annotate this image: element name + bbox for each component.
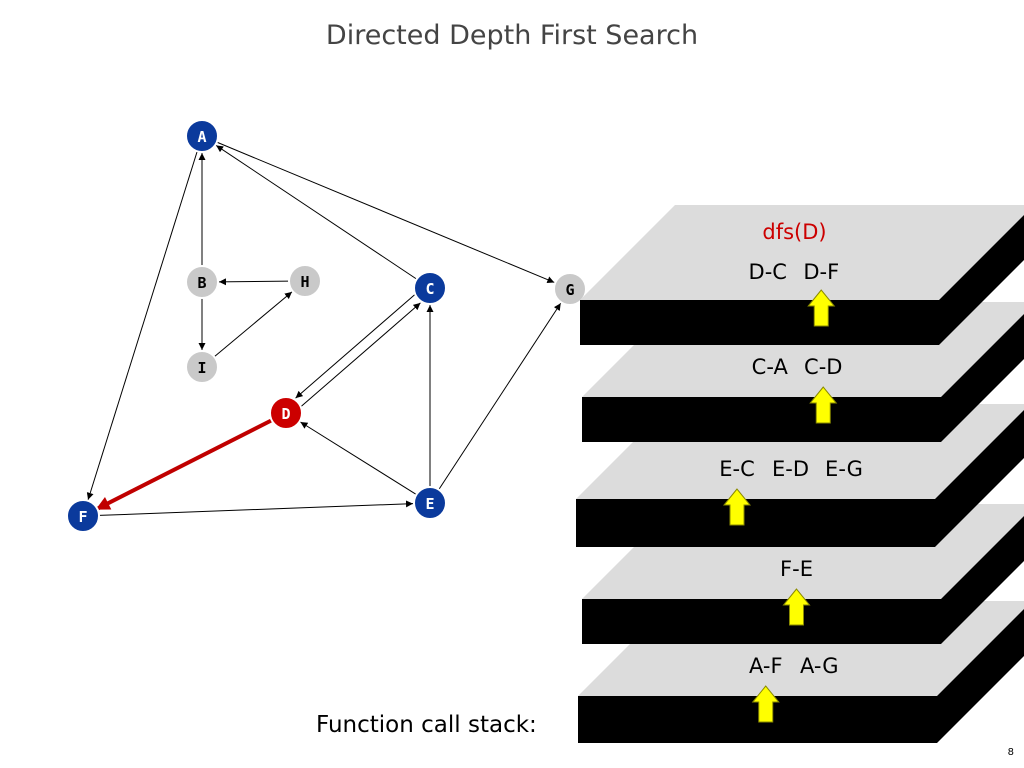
- current-edge-pointer-icon: [807, 289, 836, 327]
- slide-title: Directed Depth First Search: [325, 20, 699, 51]
- node-circle: [185, 265, 219, 299]
- frame-side-face: [935, 410, 1024, 547]
- node-circle: [269, 396, 303, 430]
- edge-c-d: [295, 294, 415, 399]
- graph-nodes: A B H I C G D E F: [66, 119, 587, 533]
- node-label: C: [425, 280, 434, 298]
- stack-caption: Function call stack:: [316, 712, 537, 738]
- frame-edge-label: E-G: [825, 457, 863, 481]
- node-label: B: [197, 274, 206, 292]
- node-circle: [66, 499, 100, 533]
- node-e: E: [413, 486, 447, 520]
- node-circle: [413, 486, 447, 520]
- node-a: A: [185, 119, 219, 153]
- edge-c-a: [215, 145, 417, 280]
- current-edge-pointer-icon: [809, 386, 838, 424]
- frame-side-face: [937, 609, 1024, 743]
- node-label: D: [281, 405, 290, 423]
- node-f: F: [66, 499, 100, 533]
- frame-edge-label: C-D: [804, 355, 842, 379]
- frame-edge-label: D-C: [749, 260, 787, 284]
- node-d: D: [269, 396, 303, 430]
- node-circle: [413, 271, 447, 305]
- page-number: 8: [1007, 747, 1014, 758]
- edge-f-e: [98, 500, 414, 516]
- frame-front-face: [580, 300, 939, 345]
- node-circle: [185, 119, 219, 153]
- frame-edge-label: A-G: [800, 654, 839, 678]
- edge-h-b: [218, 278, 290, 286]
- edge-e-d: [300, 421, 417, 495]
- frame-side-face: [941, 314, 1024, 442]
- node-label: G: [565, 281, 574, 299]
- node-label: F: [78, 508, 87, 526]
- frame-edge-label: C-A: [752, 355, 789, 379]
- node-i: I: [185, 350, 219, 384]
- frame-edge-label: F-E: [780, 557, 813, 581]
- node-g: G: [553, 272, 587, 306]
- node-circle: [185, 350, 219, 384]
- frame-front-face: [582, 397, 941, 442]
- stack-frame: dfs(D) D-C D-F: [580, 205, 1024, 345]
- graph-edges: [86, 141, 562, 516]
- frame-front-face: [582, 599, 941, 644]
- current-edge-pointer-icon: [782, 588, 811, 626]
- frame-front-face: [578, 696, 937, 743]
- node-h: H: [288, 264, 322, 298]
- edge-a-g: [216, 141, 555, 284]
- node-circle: [553, 272, 587, 306]
- frame-side-face: [941, 516, 1024, 644]
- node-label: I: [197, 359, 206, 377]
- frame-edge-label: E-D: [772, 457, 809, 481]
- frame-front-face: [576, 499, 935, 547]
- frame-edge-label: D-F: [803, 260, 839, 284]
- node-b: B: [185, 265, 219, 299]
- frame-top-face: [580, 205, 1024, 300]
- node-label: E: [425, 495, 434, 513]
- frame-side-face: [939, 215, 1024, 345]
- current-edge-pointer-icon: [751, 685, 780, 723]
- edge-d-c: [301, 302, 421, 407]
- frame-header: dfs(D): [762, 220, 826, 244]
- node-circle: [288, 264, 322, 298]
- node-c: C: [413, 271, 447, 305]
- frame-edge-label: A-F: [749, 654, 783, 678]
- edge-d-f: [95, 418, 273, 511]
- frame-edge-label: E-C: [719, 457, 755, 481]
- call-stack: A-F A-G F-E E-C E-D E-G C-A C-D dfs(D) D-C D-F: [576, 205, 1024, 743]
- edge-i-h: [213, 291, 293, 358]
- current-edge-pointer-icon: [722, 488, 752, 526]
- edge-a-f: [86, 151, 198, 500]
- edge-e-g: [438, 302, 562, 490]
- node-label: A: [197, 128, 206, 146]
- node-label: H: [300, 273, 309, 291]
